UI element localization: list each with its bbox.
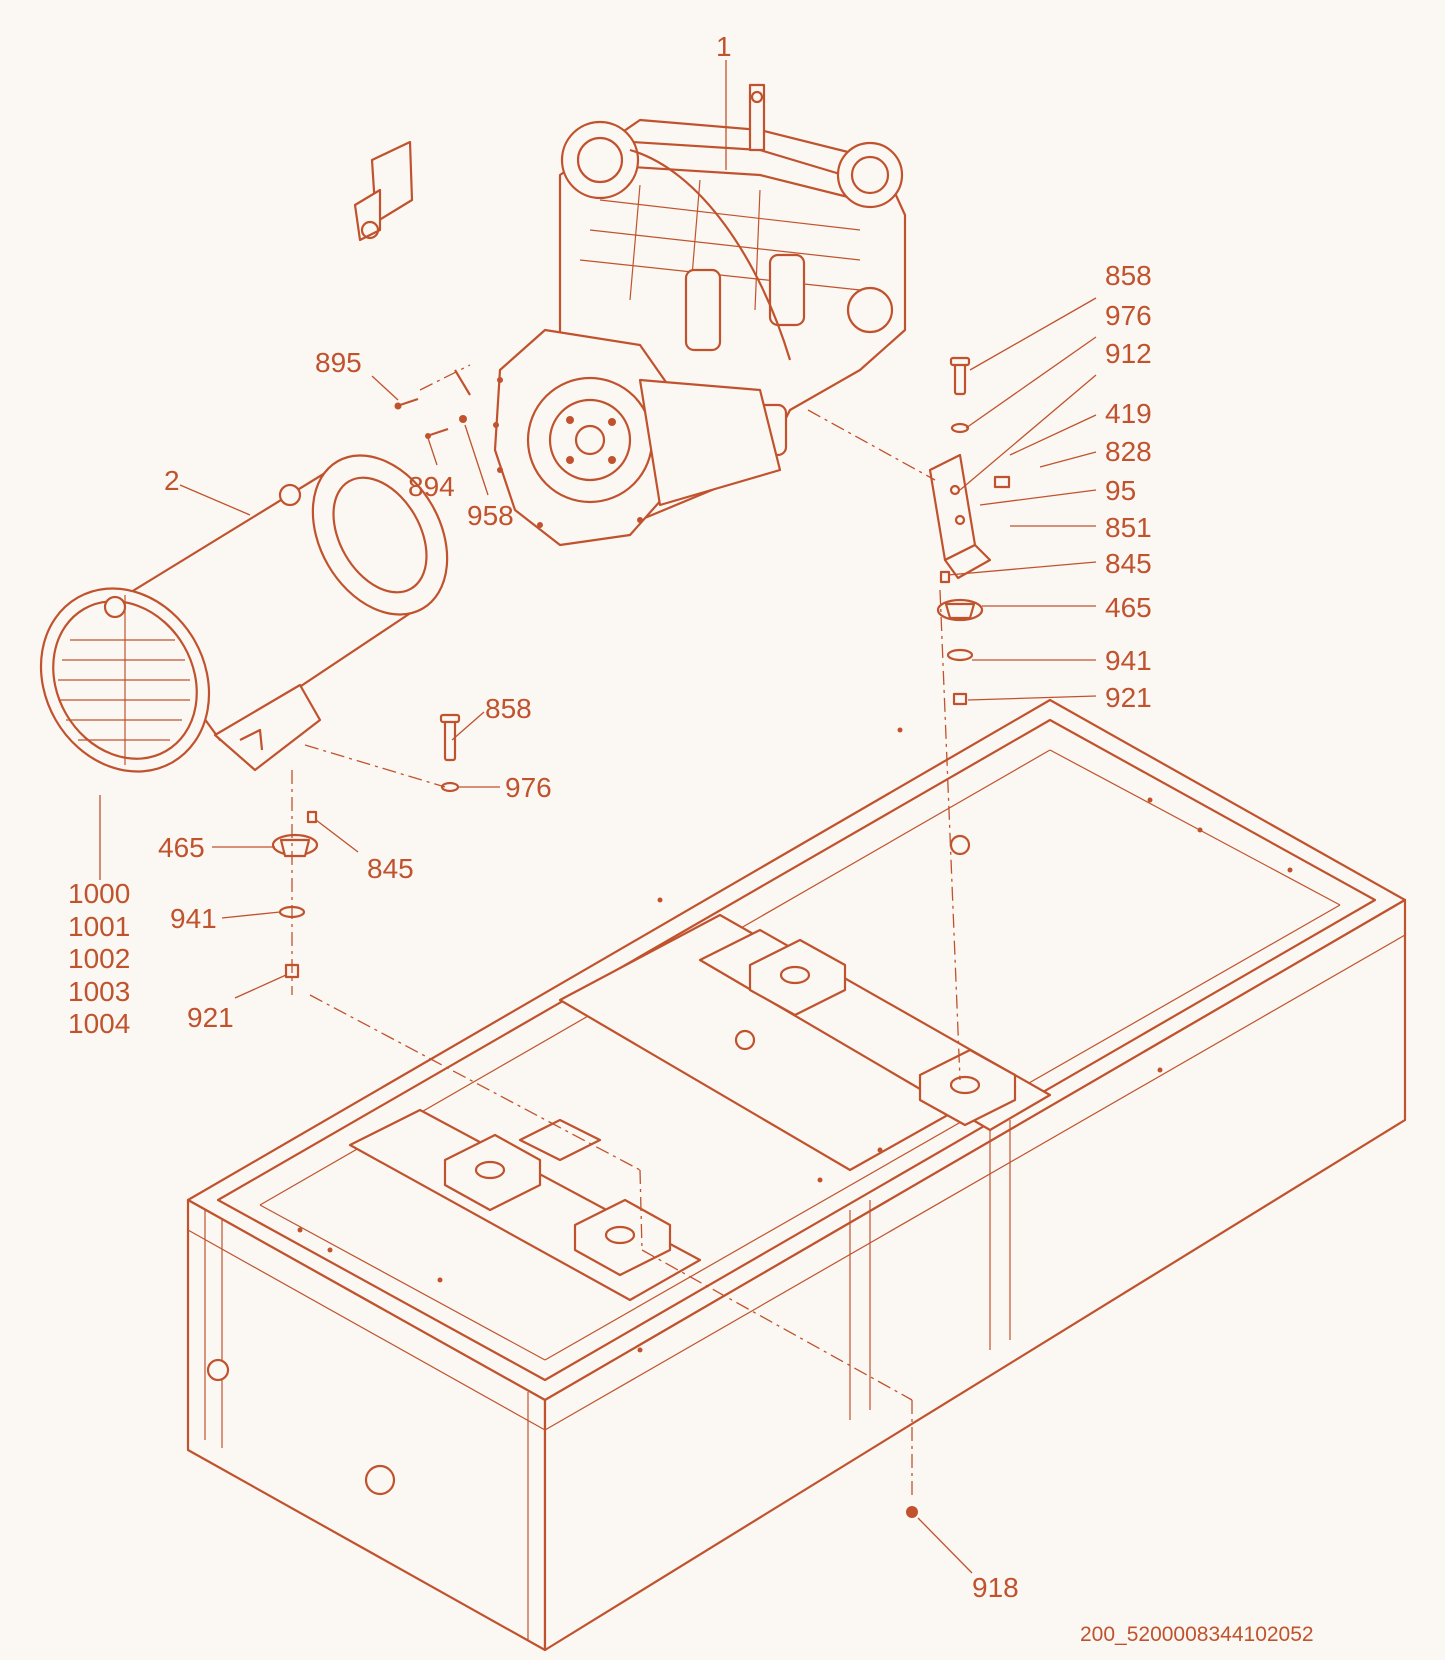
base-frame — [186, 698, 1407, 1652]
callout-419: 419 — [1105, 398, 1152, 429]
callout-976-right: 976 — [1105, 300, 1152, 331]
callout-958: 958 — [467, 500, 514, 531]
callout-2: 2 — [164, 465, 180, 496]
callout-894: 894 — [408, 471, 455, 502]
center-lines — [291, 364, 961, 1500]
callout-828: 828 — [1105, 436, 1152, 467]
callout-858-right: 858 — [1105, 260, 1152, 291]
right-mount-hardware — [936, 356, 984, 706]
generator-assembly — [39, 454, 449, 773]
engine-assembly — [493, 83, 907, 547]
callout-1003: 1003 — [68, 976, 130, 1007]
bracket-upper-left — [353, 140, 414, 242]
callout-912: 912 — [1105, 338, 1152, 369]
callout-941-left: 941 — [170, 903, 217, 934]
callout-845-left: 845 — [367, 853, 414, 884]
callout-1: 1 — [716, 31, 732, 62]
callout-labels: 1 2 858 976 912 419 828 95 851 845 465 9… — [68, 31, 1314, 1646]
callout-921-right: 921 — [1105, 682, 1152, 713]
left-mount-hardware — [271, 713, 461, 979]
drain-plug-918 — [906, 1506, 918, 1518]
callout-918: 918 — [972, 1572, 1019, 1603]
drawing-code: 200_5200008344102052 — [1080, 1623, 1314, 1646]
flywheel-fasteners — [394, 369, 471, 439]
callout-1000: 1000 — [68, 878, 130, 909]
callout-921-left: 921 — [187, 1002, 234, 1033]
callout-1001: 1001 — [68, 911, 130, 942]
callout-1004: 1004 — [68, 1008, 130, 1039]
engine-mount-bracket — [928, 453, 1011, 580]
callout-851: 851 — [1105, 512, 1152, 543]
callout-1002: 1002 — [68, 943, 130, 974]
callout-465-right: 465 — [1105, 592, 1152, 623]
leader-lines — [99, 60, 1097, 1574]
callout-895: 895 — [315, 347, 362, 378]
callout-845-right: 845 — [1105, 548, 1152, 579]
callout-941-right: 941 — [1105, 645, 1152, 676]
callout-95: 95 — [1105, 475, 1136, 506]
callout-858-left: 858 — [485, 693, 532, 724]
callout-465-left: 465 — [158, 832, 205, 863]
callout-976-left: 976 — [505, 772, 552, 803]
